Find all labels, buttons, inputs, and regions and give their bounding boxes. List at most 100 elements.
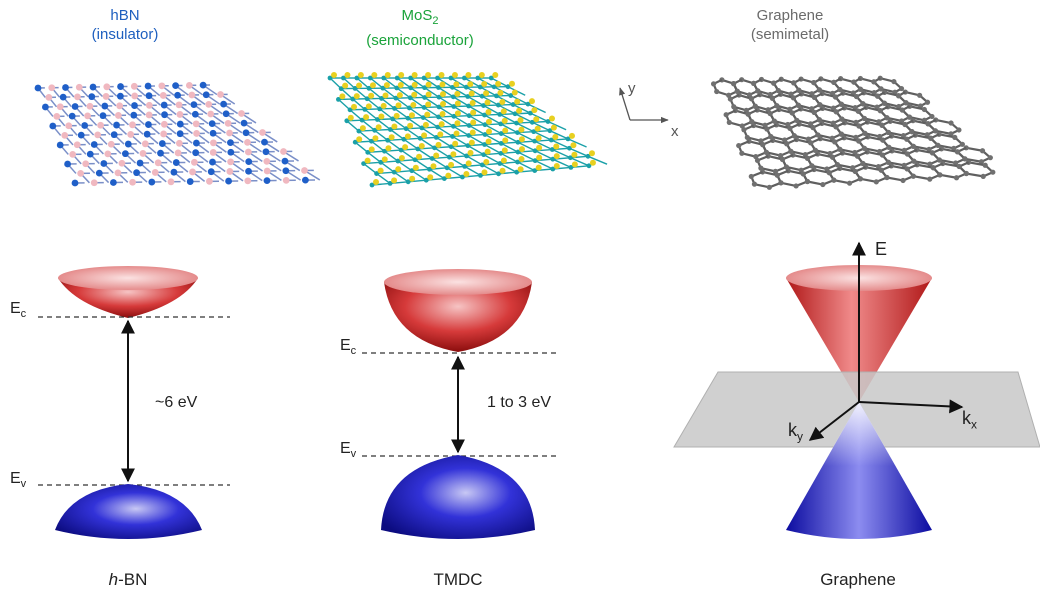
lattice-bond — [466, 155, 483, 166]
hbn-atom — [174, 149, 182, 157]
carbon-atom — [853, 134, 859, 140]
mo-atom — [482, 132, 488, 137]
lattice-bond — [358, 130, 372, 142]
hbn-atom — [207, 110, 215, 118]
lattice-bond — [397, 159, 416, 162]
lattice-bond — [414, 159, 430, 170]
s-atom — [453, 81, 460, 88]
mo-atom — [347, 107, 353, 113]
carbon-atom — [873, 179, 879, 185]
hbn-atom — [77, 169, 85, 177]
lattice-bond — [965, 146, 983, 152]
carbon-atom — [884, 174, 890, 181]
carbon-atom — [929, 150, 936, 156]
lattice-bond — [500, 122, 517, 125]
lattice-bond — [467, 95, 484, 107]
lattice-bond — [379, 108, 394, 120]
s-atom — [514, 98, 521, 105]
hbn-atom — [100, 160, 108, 167]
graphene-type: (semimetal) — [750, 26, 830, 43]
mo-atom — [451, 123, 456, 129]
lattice-bond — [484, 113, 500, 116]
carbon-atom — [929, 113, 935, 120]
mo-atom — [362, 106, 368, 112]
s-atom — [391, 177, 398, 184]
s-atom — [371, 72, 378, 78]
s-atom — [437, 131, 444, 138]
mos2-type: (semiconductor) — [366, 32, 474, 49]
mo-atom — [491, 84, 497, 90]
lattice-bond — [469, 124, 485, 127]
carbon-atom — [886, 144, 892, 150]
mo-atom — [433, 135, 439, 140]
hbn-atom — [185, 81, 193, 89]
s-atom — [481, 81, 488, 88]
lattice-bond — [839, 167, 856, 173]
mo-atom — [494, 93, 499, 99]
mo-atom — [479, 93, 485, 99]
hbn-valence-band — [55, 484, 202, 539]
hbn-title: hBN — [110, 7, 140, 24]
hbn-atom — [159, 92, 167, 99]
hbn-atom — [191, 110, 199, 118]
s-atom — [550, 124, 557, 131]
mo-atom — [481, 103, 486, 108]
hbn-band-diagram — [38, 266, 230, 539]
lattice-bond — [423, 116, 439, 119]
carbon-atom — [710, 81, 717, 87]
mo-atom — [352, 139, 358, 145]
hbn-atom — [74, 93, 81, 101]
lattice-bond — [396, 77, 412, 89]
lattice-bond — [387, 138, 404, 141]
lattice-bond — [939, 173, 957, 179]
lattice-bond — [500, 132, 519, 143]
lattice-bond — [390, 128, 407, 131]
lattice-bond — [517, 161, 536, 172]
lattice-bond — [434, 146, 452, 149]
s-atom — [391, 123, 398, 130]
lattice-bond — [483, 154, 501, 165]
carbon-atom — [896, 93, 902, 99]
carbon-atom — [788, 91, 794, 97]
s-atom — [500, 157, 507, 164]
hbn-atom — [71, 103, 79, 110]
s-atom — [465, 72, 472, 78]
hbn-atom — [56, 103, 64, 111]
graphene-valence-cone — [786, 402, 932, 539]
hbn-atom — [68, 112, 76, 120]
mo-atom — [586, 163, 592, 169]
mo-atom — [498, 121, 504, 127]
carbon-atom — [860, 160, 866, 167]
s-atom — [396, 92, 403, 99]
mo-atom — [463, 84, 469, 90]
x-axis-label: x — [671, 123, 679, 140]
lattice-bond — [346, 119, 363, 122]
hbn-atom — [101, 102, 109, 110]
carbon-atom — [850, 90, 856, 96]
mo-atom — [515, 149, 521, 155]
lattice-bond — [534, 140, 553, 151]
mo-atom — [394, 85, 400, 91]
mos2-lattice-image — [327, 72, 608, 188]
mo-atom — [421, 75, 427, 81]
carbon-atom — [754, 157, 761, 164]
lattice-bond — [371, 139, 388, 142]
hbn-atom — [282, 176, 290, 184]
lattice-bond — [384, 150, 399, 162]
hbn-atom — [244, 138, 251, 146]
mo-atom — [548, 137, 554, 143]
lattice-bond — [376, 173, 391, 184]
lattice-bond — [380, 161, 395, 173]
lattice-bond — [420, 136, 437, 140]
carbon-atom — [899, 107, 905, 113]
carbon-atom — [980, 173, 986, 179]
mo-atom — [361, 161, 366, 167]
lattice-bond — [484, 123, 501, 126]
hbn-atom — [113, 121, 120, 129]
s-atom — [517, 117, 524, 124]
lattice-bond — [453, 125, 470, 137]
hbn-atom — [104, 150, 112, 158]
mo-atom — [401, 136, 407, 142]
hbn-atom — [145, 121, 152, 128]
